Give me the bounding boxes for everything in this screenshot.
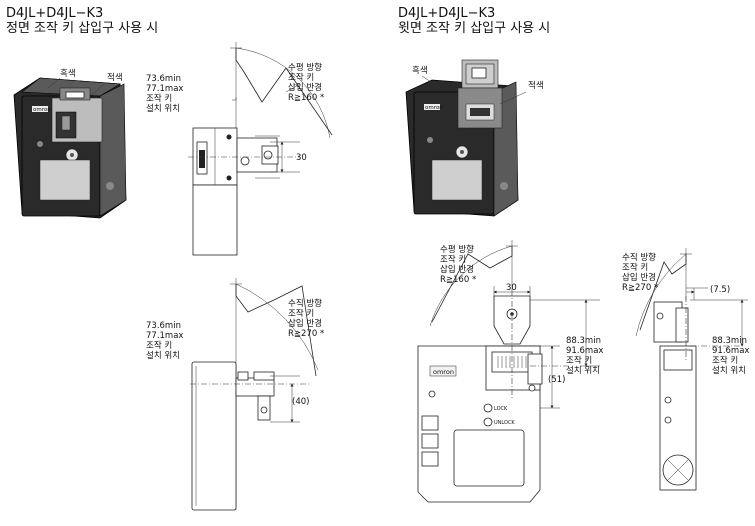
left-top-install-3: 조작 키 [146,93,172,104]
right-heading: D4JL+D4JL−K3 윗면 조작 키 삽입구 사용 시 [398,6,550,36]
left-side-install-4: 설치 위치 [146,350,180,361]
left-side-install-1: 73.6min [146,321,181,331]
right-side-note-1: 수직 방향 [622,252,656,263]
right-side-install-3: 조작 키 [712,355,738,366]
right-front-install-4: 설치 위치 [566,365,600,376]
left-photo-black-label: 흑색 [60,68,76,79]
right-dim-30: 30 [506,283,517,293]
left-side-install-2: 77.1max [146,331,183,341]
right-side-install-1: 88.3min [712,336,747,346]
left-side-note-2: 조작 키 [288,308,314,319]
right-front-lock: LOCK [494,406,508,412]
left-photo-brand-plate [32,106,48,112]
right-front-note-2: 조작 키 [440,254,466,265]
right-front-brand: omron [433,368,454,376]
right-front-install-2: 91.6max [566,346,603,356]
right-side-install-4: 설치 위치 [712,365,746,376]
left-photo-brand: omron [33,107,51,113]
right-side-note-4: R≧270 * [622,283,658,293]
left-top-install-4: 설치 위치 [146,103,180,114]
left-side-install-3: 조작 키 [146,340,172,351]
right-front-note-1: 수평 방향 [440,244,474,255]
left-side-note-1: 수직 방향 [288,298,322,309]
left-side-view: (40) 73.6min 77.1max 조작 키 설치 위치 수직 방향 조작… [146,278,324,511]
left-side-note-4: R≧270 * [288,329,324,339]
right-photo-black-label: 흑색 [412,65,428,76]
left-top-view: 30 73.6min 77.1max 조작 키 설치 위치 수평 방향 조작 키… [146,42,333,256]
left-side-note-3: 삽입 반경 [288,318,322,329]
left-dim-30: 30 [296,153,307,163]
left-top-note-2: 조작 키 [288,72,314,83]
right-product-photo: omron 흑색 적색 [405,59,544,217]
right-dim-75: (7.5) [710,285,730,295]
left-heading: D4JL+D4JL−K3 정면 조작 키 삽입구 사용 시 [6,6,158,36]
right-side-install-2: 91.6max [712,346,749,356]
right-front-install-3: 조작 키 [566,355,592,366]
right-subtitle: 윗면 조작 키 삽입구 사용 시 [398,21,551,36]
right-photo-brand: omron [425,105,443,111]
left-model-title: D4JL+D4JL−K3 [6,6,104,21]
left-subtitle: 정면 조작 키 삽입구 사용 시 [6,21,159,36]
right-front-view: omron LOCK UNLOCK 30 (51) 88.3min 91.6ma… [417,240,603,503]
right-front-note-3: 삽입 반경 [440,264,474,275]
right-dim-51: (51) [548,375,565,385]
right-side-view: (7.5) 88.3min 91.6max 조작 키 설치 위치 수직 방향 조… [622,248,749,491]
left-top-note-1: 수평 방향 [288,62,322,73]
left-dim-40: (40) [292,397,309,407]
left-top-install-1: 73.6min [146,74,181,84]
left-top-install-2: 77.1max [146,84,183,94]
right-front-install-1: 88.3min [566,336,601,346]
right-front-unlock: UNLOCK [494,420,515,426]
left-top-note-4: R≧160 * [288,93,324,103]
left-photo-red-label: 적색 [107,72,123,83]
right-photo-red-label: 적색 [528,80,544,91]
right-side-note-2: 조작 키 [622,262,648,273]
right-model-title: D4JL+D4JL−K3 [398,6,496,21]
right-front-note-4: R≧160 * [440,275,476,285]
left-top-note-3: 삽입 반경 [288,82,322,93]
left-product-photo: omron 흑색 적색 [13,68,127,219]
right-side-note-3: 삽입 반경 [622,272,656,283]
